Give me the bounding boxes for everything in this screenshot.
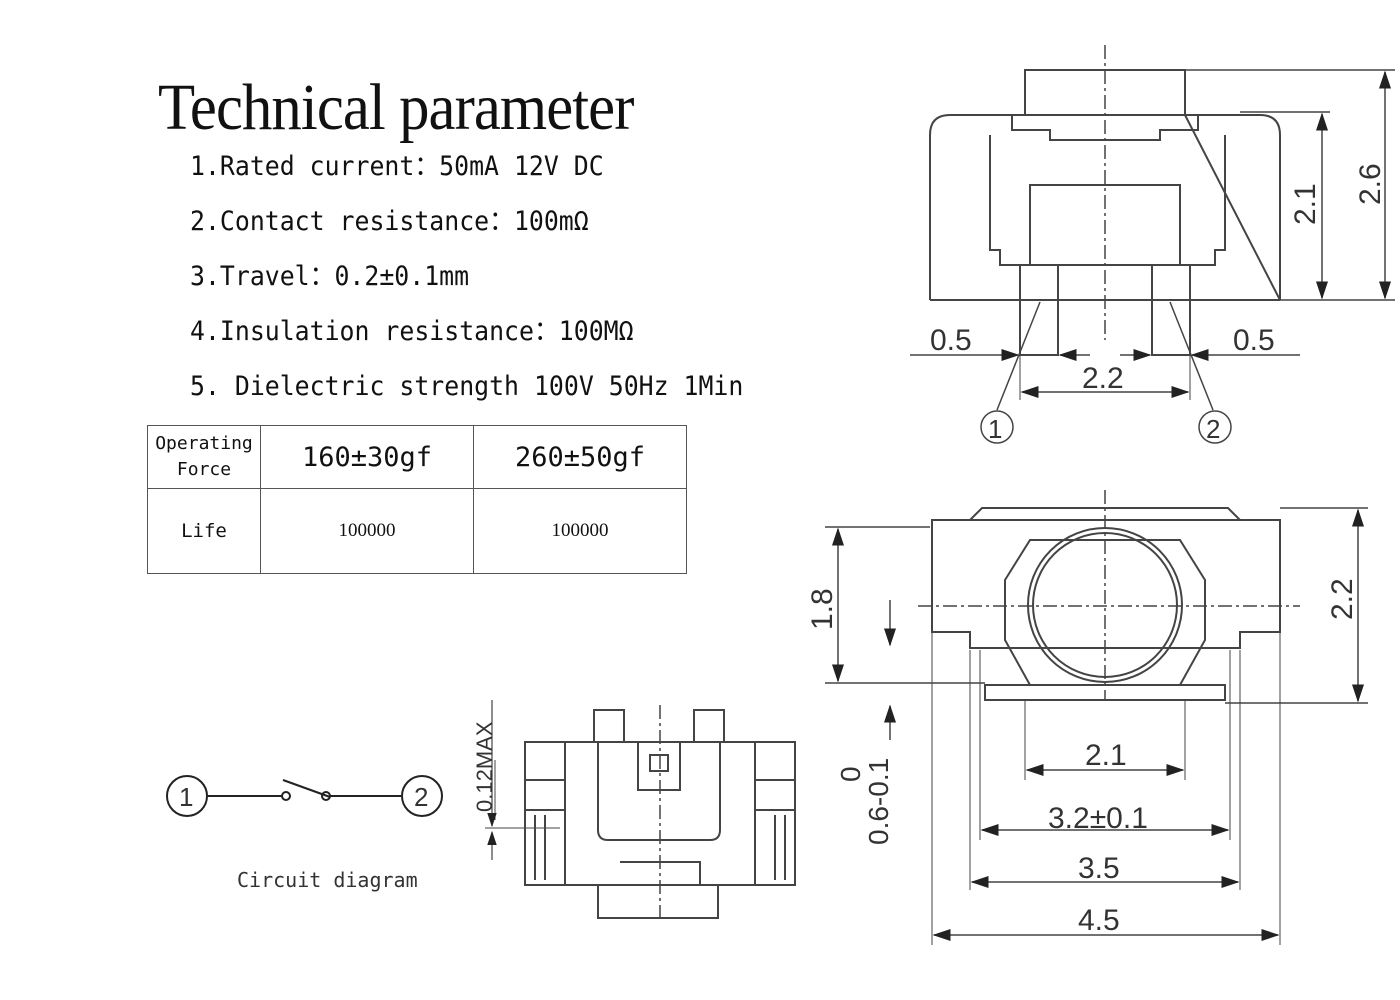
dim-label: 3.5 [1078, 852, 1120, 885]
circuit-caption: Circuit diagram [237, 868, 418, 892]
circuit-pin-2: 2 [414, 782, 428, 812]
dim-label: 0 [835, 766, 866, 782]
parameter-item: 3.Travel：0.2±0.1mm [190, 261, 470, 292]
table-row: Life 100000 100000 [147, 488, 687, 574]
parameter-item: 2.Contact resistance：100mΩ [190, 206, 589, 237]
dim-label: 2.2 [1326, 578, 1359, 620]
table-cell: 160±30gf [260, 425, 474, 489]
dim-label: 2.6 [1354, 163, 1387, 205]
dim-label: 1.8 [806, 588, 839, 630]
dim-label: 0.6-0.1 [863, 758, 894, 845]
dim-label: 2.1 [1085, 739, 1127, 772]
side-view [485, 700, 796, 920]
dim-label: 0.12MAX [472, 721, 497, 812]
dim-label: 0.5 [1233, 324, 1275, 357]
circuit-pin-1: 1 [179, 782, 193, 812]
parameter-list: 1.Rated current：50mA 12V DC 2.Contact re… [190, 145, 791, 420]
pin-2-label: 2 [1206, 414, 1220, 444]
dim-label: 2.1 [1289, 183, 1322, 225]
label-text: Force [176, 459, 232, 480]
dim-label: 2.2 [1082, 362, 1124, 395]
parameter-item: 4.Insulation resistance：100MΩ [190, 316, 634, 347]
page-title: Technical parameter [158, 71, 634, 144]
dim-label: 0.5 [930, 324, 972, 357]
table-cell: 100000 [260, 488, 474, 574]
front-view [910, 45, 1395, 444]
label-text: Operating [155, 433, 253, 454]
top-view [825, 490, 1368, 945]
dim-label: 3.2±0.1 [1048, 802, 1148, 835]
circuit-diagram [166, 775, 443, 817]
parameter-item: 1.Rated current：50mA 12V DC [190, 151, 604, 182]
dim-label: 4.5 [1078, 904, 1120, 937]
table-cell: 100000 [473, 488, 687, 574]
table-header-cell: Life [147, 488, 261, 574]
pin-1-label: 1 [988, 414, 1002, 444]
parameter-item: 5. Dielectric strength 100V 50Hz 1Min [190, 371, 744, 402]
table-cell: 260±50gf [473, 425, 687, 489]
